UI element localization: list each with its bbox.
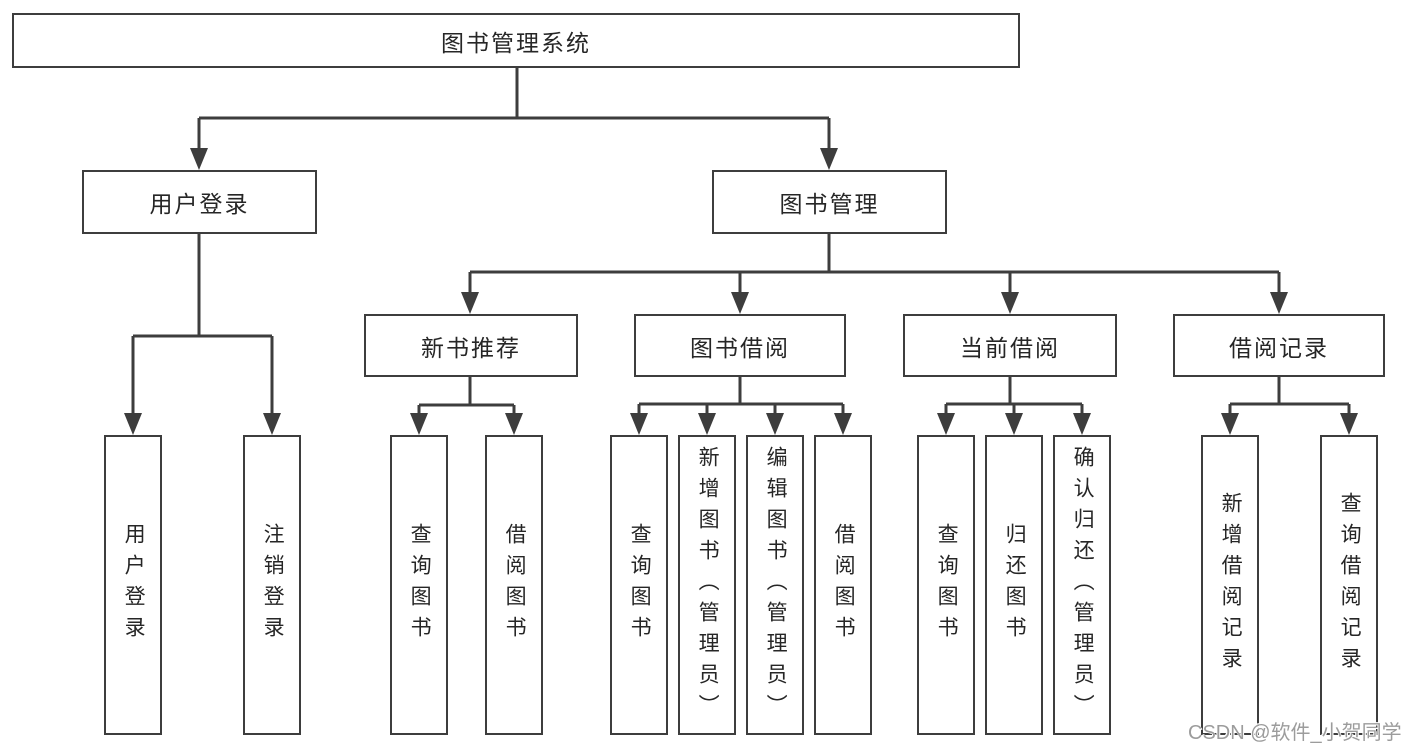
leaf-borrow-books: 借阅图书 bbox=[814, 435, 872, 735]
leaf-user-login-label: 用户登录 bbox=[122, 523, 146, 647]
leaf-return-books: 归还图书 bbox=[985, 435, 1043, 735]
leaf-confirm-return-admin-label: 确认归还（管理员） bbox=[1071, 445, 1095, 725]
node-book-borrowing-label: 图书借阅 bbox=[690, 334, 790, 361]
leaf-add-books-admin: 新增图书（管理员） bbox=[678, 435, 736, 735]
leaf-query-borrow-record-label: 查询借阅记录 bbox=[1338, 492, 1362, 678]
node-book-management-label: 图书管理 bbox=[779, 191, 880, 217]
leaf-query-books-recommend: 查询图书 bbox=[390, 435, 448, 735]
leaf-user-login: 用户登录 bbox=[104, 435, 162, 735]
node-user-login-label: 用户登录 bbox=[149, 191, 250, 217]
leaf-edit-books-admin: 编辑图书（管理员） bbox=[746, 435, 804, 735]
leaf-query-books-recommend-label: 查询图书 bbox=[408, 523, 432, 647]
leaf-return-books-label: 归还图书 bbox=[1003, 523, 1027, 647]
leaf-query-books-current-label: 查询图书 bbox=[935, 523, 959, 647]
leaf-add-books-admin-label: 新增图书（管理员） bbox=[696, 445, 720, 725]
leaf-borrow-books-recommend-label: 借阅图书 bbox=[503, 523, 527, 647]
leaf-logout: 注销登录 bbox=[243, 435, 301, 735]
leaf-add-borrow-record: 新增借阅记录 bbox=[1201, 435, 1259, 735]
leaf-borrow-books-label: 借阅图书 bbox=[832, 523, 856, 647]
leaf-add-borrow-record-label: 新增借阅记录 bbox=[1219, 492, 1243, 678]
node-new-book-recommendation: 新书推荐 bbox=[364, 314, 578, 377]
leaf-borrow-books-recommend: 借阅图书 bbox=[485, 435, 543, 735]
node-book-management: 图书管理 bbox=[712, 170, 947, 234]
leaf-query-books-current: 查询图书 bbox=[917, 435, 975, 735]
arrowheads bbox=[124, 148, 1358, 435]
node-user-login: 用户登录 bbox=[82, 170, 317, 234]
leaf-logout-label: 注销登录 bbox=[261, 523, 285, 647]
node-current-borrowing: 当前借阅 bbox=[903, 314, 1117, 377]
watermark: CSDN @软件_小贺同学 bbox=[1188, 722, 1402, 744]
leaf-query-books-borrowing: 查询图书 bbox=[610, 435, 668, 735]
node-borrowing-records-label: 借阅记录 bbox=[1229, 334, 1329, 361]
node-book-borrowing: 图书借阅 bbox=[634, 314, 846, 377]
node-library-system: 图书管理系统 bbox=[12, 13, 1020, 68]
node-new-book-recommendation-label: 新书推荐 bbox=[421, 334, 521, 361]
leaf-edit-books-admin-label: 编辑图书（管理员） bbox=[764, 445, 788, 725]
node-library-system-label: 图书管理系统 bbox=[441, 29, 591, 56]
leaf-query-books-borrowing-label: 查询图书 bbox=[628, 523, 652, 647]
leaf-query-borrow-record: 查询借阅记录 bbox=[1320, 435, 1378, 735]
node-borrowing-records: 借阅记录 bbox=[1173, 314, 1385, 377]
node-current-borrowing-label: 当前借阅 bbox=[960, 334, 1060, 361]
leaf-confirm-return-admin: 确认归还（管理员） bbox=[1053, 435, 1111, 735]
connector-path bbox=[131, 68, 1351, 415]
